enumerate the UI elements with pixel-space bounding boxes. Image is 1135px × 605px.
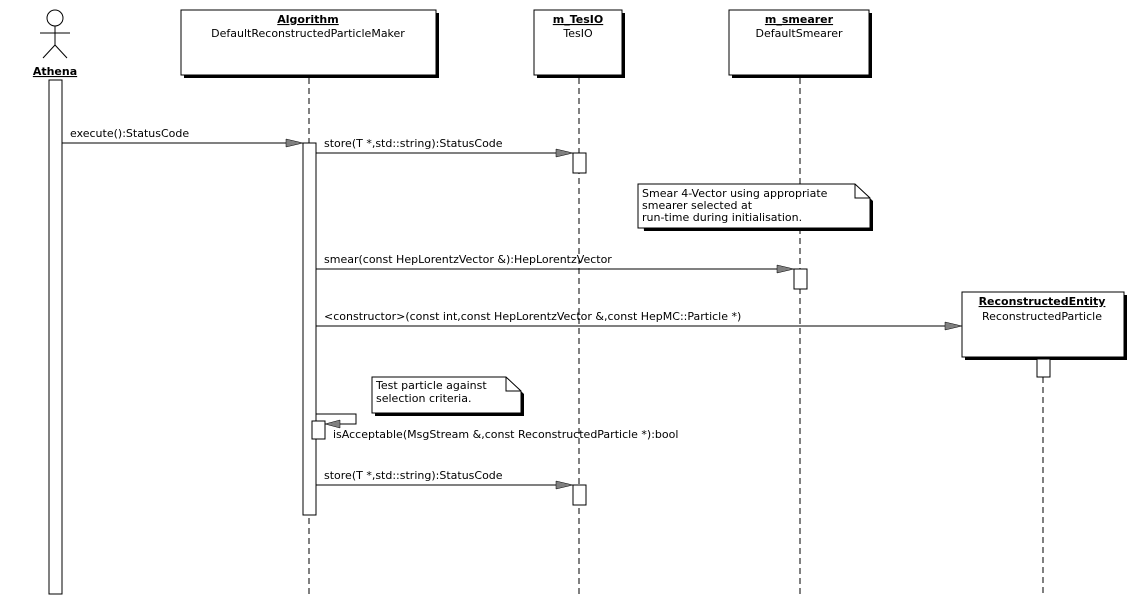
activation-m-tesio-2: [572, 484, 587, 506]
participant-name: m_smearer: [765, 13, 834, 26]
stick-figure-icon: [40, 9, 70, 59]
arrowhead-icon: [555, 480, 574, 490]
participant-algorithm[interactable]: Algorithm DefaultReconstructedParticleMa…: [180, 9, 439, 78]
arrowhead-icon: [324, 419, 341, 429]
arrowhead-icon: [285, 138, 304, 148]
note-line: run-time during initialisation.: [642, 211, 802, 224]
message-smear[interactable]: smear(const HepLorentzVector &):HepLoren…: [316, 253, 795, 274]
message-label: isAcceptable(MsgStream &,const Reconstru…: [333, 428, 678, 441]
arrowhead-icon: [555, 148, 574, 158]
participant-name: Algorithm: [277, 13, 338, 26]
message-store-2[interactable]: store(T *,std::string):StatusCode: [316, 469, 574, 490]
activation-m-tesio-1: [572, 152, 587, 174]
note-smear[interactable]: Smear 4-Vector using appropriate smearer…: [637, 183, 873, 231]
note-line: smearer selected at: [642, 199, 753, 212]
note-test-particle[interactable]: Test particle against selection criteria…: [371, 376, 524, 416]
participant-m-smearer[interactable]: m_smearer DefaultSmearer: [728, 9, 872, 78]
note-line: Smear 4-Vector using appropriate: [642, 187, 828, 200]
participant-name: m_TesIO: [553, 13, 603, 26]
activation-m-smearer: [793, 268, 808, 290]
message-label: smear(const HepLorentzVector &):HepLoren…: [324, 253, 612, 266]
message-execute[interactable]: execute():StatusCode: [62, 127, 304, 148]
activation-algorithm: [302, 142, 317, 516]
activation-algorithm-self: [311, 420, 326, 440]
actor-athena[interactable]: Athena: [33, 9, 77, 78]
participant-name: ReconstructedEntity: [979, 295, 1106, 308]
arrowhead-icon: [944, 321, 963, 331]
message-label: <constructor>(const int,const HepLorentz…: [324, 310, 741, 323]
note-line: selection criteria.: [376, 392, 471, 405]
activation-athena: [48, 79, 63, 595]
arrowhead-icon: [776, 264, 795, 274]
participant-type: DefaultReconstructedParticleMaker: [211, 27, 405, 40]
participant-type: ReconstructedParticle: [982, 310, 1102, 323]
message-label: execute():StatusCode: [70, 127, 189, 140]
note-line: Test particle against: [375, 379, 487, 392]
participant-type: TesIO: [562, 27, 593, 40]
participant-type: DefaultSmearer: [756, 27, 843, 40]
message-store-1[interactable]: store(T *,std::string):StatusCode: [316, 137, 574, 158]
participant-m-tesio[interactable]: m_TesIO TesIO: [533, 9, 625, 78]
actor-name: Athena: [33, 65, 77, 78]
message-constructor[interactable]: <constructor>(const int,const HepLorentz…: [316, 310, 963, 331]
participant-reconstructed-entity[interactable]: ReconstructedEntity ReconstructedParticl…: [961, 291, 1127, 360]
message-label: store(T *,std::string):StatusCode: [324, 469, 503, 482]
activation-reconstructed-entity: [1036, 358, 1051, 378]
message-is-acceptable[interactable]: isAcceptable(MsgStream &,const Reconstru…: [316, 413, 678, 441]
message-label: store(T *,std::string):StatusCode: [324, 137, 503, 150]
